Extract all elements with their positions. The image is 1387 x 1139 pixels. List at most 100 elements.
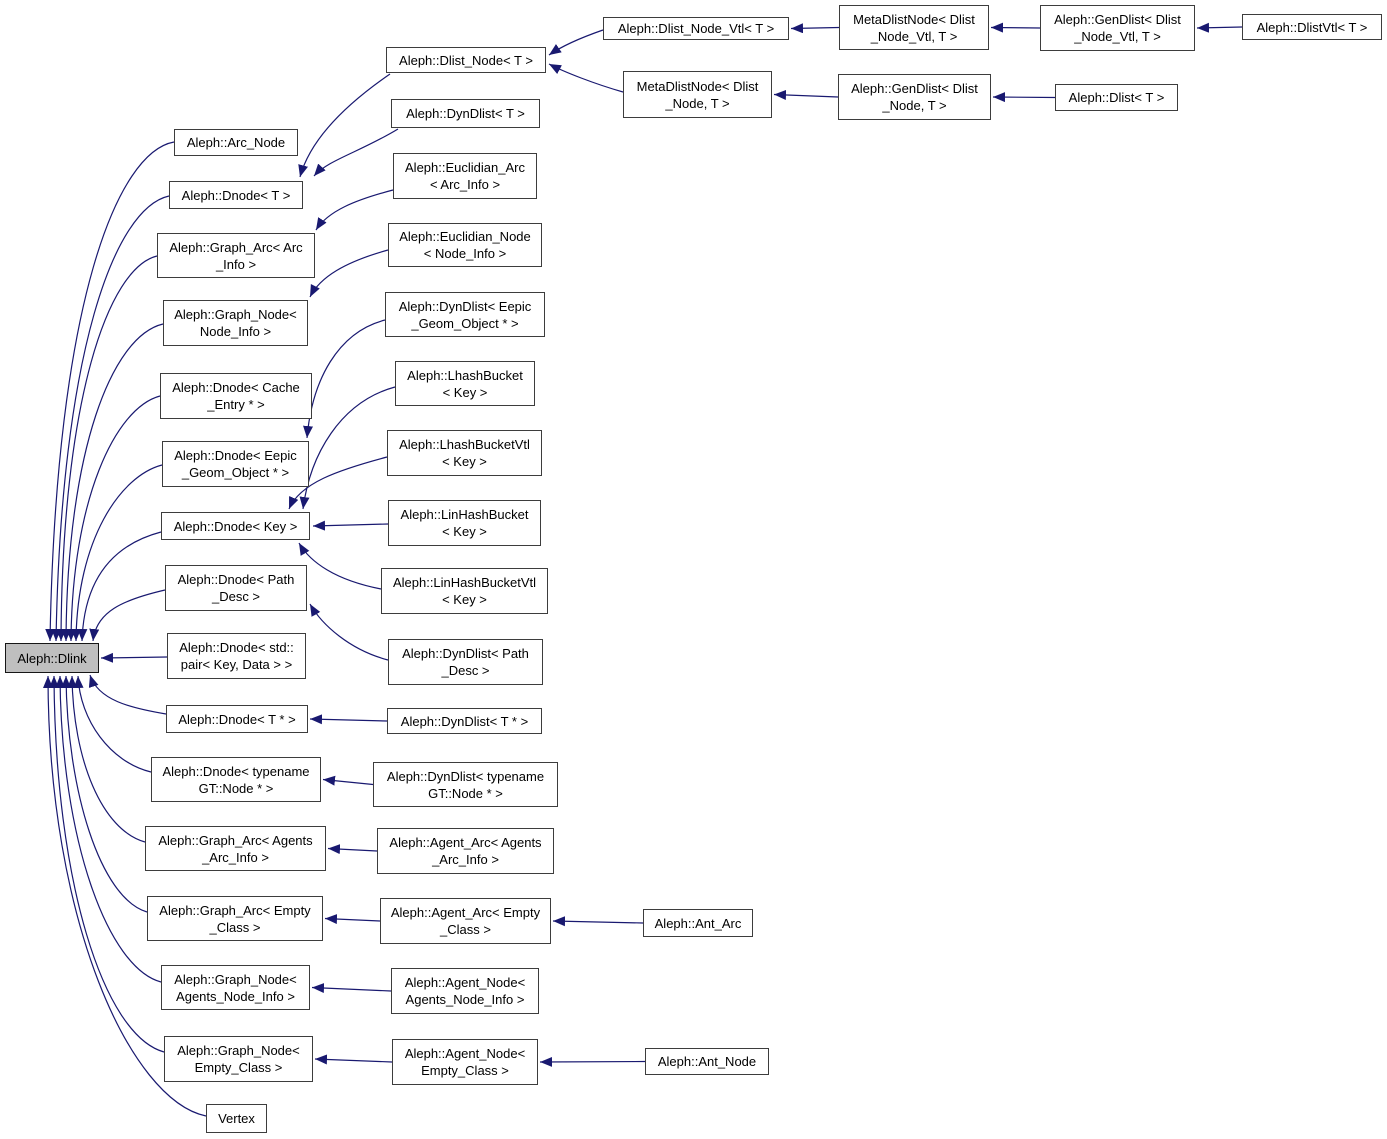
class-node-label: Aleph::Dnode< std:: — [179, 640, 294, 655]
class-node-label: Aleph::Dnode< Eepic — [174, 448, 297, 463]
inheritance-arrow — [298, 73, 391, 178]
class-node-label: MetaDlistNode< Dlist — [636, 78, 759, 94]
class-node-label: Aleph::Agent_Node< — [404, 975, 526, 990]
class-node-meta_dlist_node_vtl[interactable]: MetaDlistNode< Dlist_Node_Vtl, T > — [839, 5, 989, 50]
inheritance-arrow — [88, 674, 167, 715]
class-node-dlink: Aleph::Dlink — [5, 643, 99, 673]
class-node-label: Aleph::Agent_Arc< Empty — [390, 905, 541, 920]
class-node-euclidian_arc[interactable]: Aleph::Euclidian_Arc< Arc_Info > — [393, 153, 537, 199]
class-node-label: Aleph::LinHashBucket — [400, 507, 529, 522]
class-node-label: _Info > — [215, 256, 257, 272]
class-node-dnode_eepic[interactable]: Aleph::Dnode< Eepic_Geom_Object * > — [162, 441, 309, 487]
class-node-vertex[interactable]: Vertex — [206, 1104, 267, 1133]
inheritance-arrow — [548, 29, 604, 56]
inheritance-arrow — [312, 520, 389, 531]
class-node-agent_arc_agents[interactable]: Aleph::Agent_Arc< Agents_Arc_Info > — [377, 828, 554, 874]
class-node-gen_dlist_node_vtl[interactable]: Aleph::GenDlist< Dlist_Node_Vtl, T > — [1040, 5, 1195, 51]
class-node-arc_node[interactable]: Aleph::Arc_Node — [174, 129, 298, 156]
class-node-label: _Geom_Object * > — [181, 465, 290, 480]
class-node-label: Aleph::Dnode< typename — [162, 763, 310, 779]
class-node-label: Aleph::GenDlist< Dlist — [1054, 12, 1181, 27]
class-node-dlist_vtl[interactable]: Aleph::DlistVtl< T > — [1242, 14, 1382, 40]
class-node-label: _Node_Vtl, T > — [870, 28, 958, 44]
class-node-label: pair< Key, Data > > — [180, 657, 293, 672]
class-node-dyndlist_t[interactable]: Aleph::DynDlist< T > — [391, 99, 540, 128]
class-node-label: Aleph::Ant_Arc — [654, 915, 742, 931]
inheritance-arrow — [548, 63, 624, 93]
class-node-label: Aleph::Dnode< T > — [181, 187, 291, 203]
class-node-label: _Desc > — [211, 589, 261, 604]
inheritance-arrow — [303, 319, 386, 439]
class-node-graph_node_empty[interactable]: Aleph::Graph_Node<Empty_Class > — [164, 1036, 313, 1082]
class-node-dnode_cache_entry[interactable]: Aleph::Dnode< Cache_Entry * > — [160, 373, 312, 419]
class-node-dyndlist_path[interactable]: Aleph::DynDlist< Path_Desc > — [388, 639, 543, 685]
inheritance-arrow — [552, 916, 644, 927]
inheritance-arrow — [773, 89, 839, 100]
class-node-dnode_std_pair[interactable]: Aleph::Dnode< std::pair< Key, Data > > — [167, 633, 306, 679]
inheritance-arrow — [56, 255, 158, 642]
class-node-lhash_bucket_vtl[interactable]: Aleph::LhashBucketVtl< Key > — [387, 430, 542, 476]
class-node-label: Aleph::Graph_Arc< Arc — [169, 239, 303, 255]
inheritance-arrow — [73, 675, 152, 773]
class-node-label: Aleph::Dnode< T * > — [178, 711, 296, 727]
class-node-graph_arc_arc_info[interactable]: Aleph::Graph_Arc< Arc_Info > — [157, 233, 315, 278]
class-node-label: Aleph::Agent_Node< — [404, 1046, 526, 1061]
class-node-ant_node[interactable]: Aleph::Ant_Node — [645, 1048, 769, 1075]
class-node-graph_arc_empty[interactable]: Aleph::Graph_Arc< Empty_Class > — [147, 896, 323, 941]
class-node-dnode_t[interactable]: Aleph::Dnode< T > — [169, 181, 303, 209]
inheritance-arrow — [990, 22, 1041, 33]
class-node-dnode_path_desc[interactable]: Aleph::Dnode< Path_Desc > — [165, 565, 307, 611]
class-node-euclidian_node[interactable]: Aleph::Euclidian_Node< Node_Info > — [388, 223, 542, 267]
class-node-label: Aleph::Euclidian_Arc — [405, 160, 525, 175]
class-node-agent_arc_empty[interactable]: Aleph::Agent_Arc< Empty_Class > — [380, 898, 551, 944]
inheritance-arrow — [288, 456, 388, 510]
class-node-agent_node_agents[interactable]: Aleph::Agent_Node<Agents_Node_Info > — [391, 968, 539, 1014]
inheritance-arrow — [790, 23, 840, 34]
class-node-label: Vertex — [218, 1111, 255, 1126]
class-node-dnode_t_ptr[interactable]: Aleph::Dnode< T * > — [166, 705, 308, 733]
inheritance-arrow — [100, 652, 168, 663]
class-node-dyndlist_t_ptr[interactable]: Aleph::DynDlist< T * > — [387, 708, 542, 734]
class-node-agent_node_empty[interactable]: Aleph::Agent_Node<Empty_Class > — [392, 1039, 538, 1085]
inheritance-arrow — [315, 189, 394, 231]
class-node-dyndlist_eepic[interactable]: Aleph::DynDlist< Eepic_Geom_Object * > — [385, 292, 545, 337]
inheritance-arrow — [71, 464, 163, 642]
class-node-linhash_bucket_vtl[interactable]: Aleph::LinHashBucketVtl< Key > — [381, 568, 548, 614]
class-node-graph_arc_agents[interactable]: Aleph::Graph_Arc< Agents_Arc_Info > — [145, 826, 326, 871]
class-node-dlist_node[interactable]: Aleph::Dlist_Node< T > — [386, 47, 546, 73]
class-node-dnode_key[interactable]: Aleph::Dnode< Key > — [161, 512, 310, 540]
class-node-label: Aleph::DynDlist< T * > — [400, 713, 529, 729]
class-node-label: Aleph::DynDlist< typename — [386, 768, 545, 784]
inheritance-arrow — [309, 714, 388, 725]
class-node-dlist_t[interactable]: Aleph::Dlist< T > — [1055, 84, 1178, 111]
inheritance-arrow — [309, 249, 389, 298]
class-node-label: Aleph::Ant_Node — [657, 1054, 757, 1069]
class-node-graph_node_agents[interactable]: Aleph::Graph_Node<Agents_Node_Info > — [161, 965, 310, 1010]
class-node-label: _Node_Vtl, T > — [1074, 29, 1161, 44]
class-node-label: Agents_Node_Info > — [176, 988, 295, 1004]
class-node-meta_dlist_node[interactable]: MetaDlistNode< Dlist_Node, T > — [623, 71, 772, 118]
class-node-label: GT::Node * > — [198, 780, 274, 796]
inheritance-arrow — [539, 1056, 646, 1067]
class-node-gen_dlist_node[interactable]: Aleph::GenDlist< Dlist_Node, T > — [838, 74, 991, 120]
class-node-ant_arc[interactable]: Aleph::Ant_Arc — [643, 909, 753, 937]
class-node-label: _Arc_Info > — [432, 852, 499, 867]
inheritance-arrow — [55, 675, 162, 983]
class-node-dlist_node_vtl[interactable]: Aleph::Dlist_Node_Vtl< T > — [603, 17, 789, 40]
class-node-label: Aleph::LhashBucket — [407, 367, 523, 383]
class-node-label: Aleph::Arc_Node — [186, 135, 286, 150]
inheritance-arrow — [327, 844, 378, 855]
class-node-label: Aleph::Dlink — [17, 650, 87, 666]
inheritance-arrow — [309, 603, 389, 661]
class-node-label: Aleph::Graph_Node< — [174, 971, 297, 987]
inheritance-arrow — [77, 531, 162, 642]
inheritance-arrow — [43, 675, 207, 1117]
class-node-lhash_bucket[interactable]: Aleph::LhashBucket< Key > — [395, 361, 535, 406]
class-node-label: < Key > — [442, 524, 487, 539]
class-node-label: < Node_Info > — [423, 246, 507, 261]
class-node-graph_node_node_info[interactable]: Aleph::Graph_Node<Node_Info > — [163, 300, 308, 346]
class-node-linhash_bucket[interactable]: Aleph::LinHashBucket< Key > — [388, 500, 541, 546]
